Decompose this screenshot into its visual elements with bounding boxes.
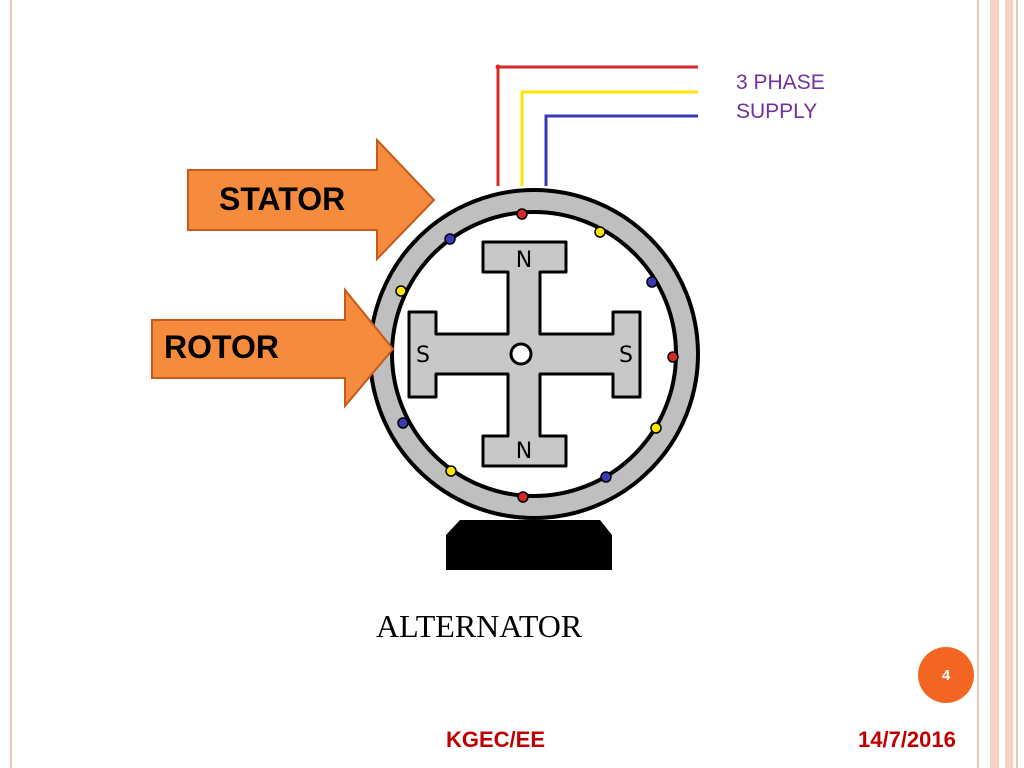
stator-label: STATOR	[219, 181, 346, 217]
conductor	[600, 471, 612, 483]
conductor	[650, 422, 662, 434]
machine-base	[446, 520, 612, 570]
conductor	[444, 233, 456, 245]
conductor	[517, 491, 529, 503]
supply-label: 3 PHASE SUPPLY	[736, 68, 825, 126]
pole-left-label: S	[416, 343, 430, 368]
page-number-badge: 4	[918, 647, 974, 703]
footer-department: KGEC/EE	[446, 727, 546, 752]
yellow-phase-wire	[520, 90, 698, 186]
conductor	[594, 226, 606, 238]
conductor	[445, 465, 457, 477]
supply-label-line1: 3 PHASE	[736, 71, 825, 94]
pole-bottom-label: N	[516, 439, 532, 464]
rotor-arrow	[151, 287, 395, 409]
conductor	[397, 417, 409, 429]
pole-right-label: S	[619, 343, 633, 368]
stator-conductors	[395, 208, 679, 503]
rotor-shaft	[509, 342, 533, 366]
pole-top-label: N	[516, 248, 532, 273]
diagram-caption: ALTERNATOR	[376, 608, 583, 644]
supply-label-line2: SUPPLY	[736, 100, 818, 123]
conductor	[516, 208, 528, 220]
conductor	[667, 351, 679, 363]
conductor	[646, 276, 658, 288]
blue-phase-wire	[544, 114, 698, 186]
stator-arrow	[187, 137, 436, 262]
red-phase-wire	[496, 65, 698, 186]
conductor	[395, 285, 407, 297]
supply-wires	[496, 65, 698, 186]
rotor-label: ROTOR	[164, 329, 279, 365]
footer-date: 14/7/2016	[858, 727, 956, 752]
